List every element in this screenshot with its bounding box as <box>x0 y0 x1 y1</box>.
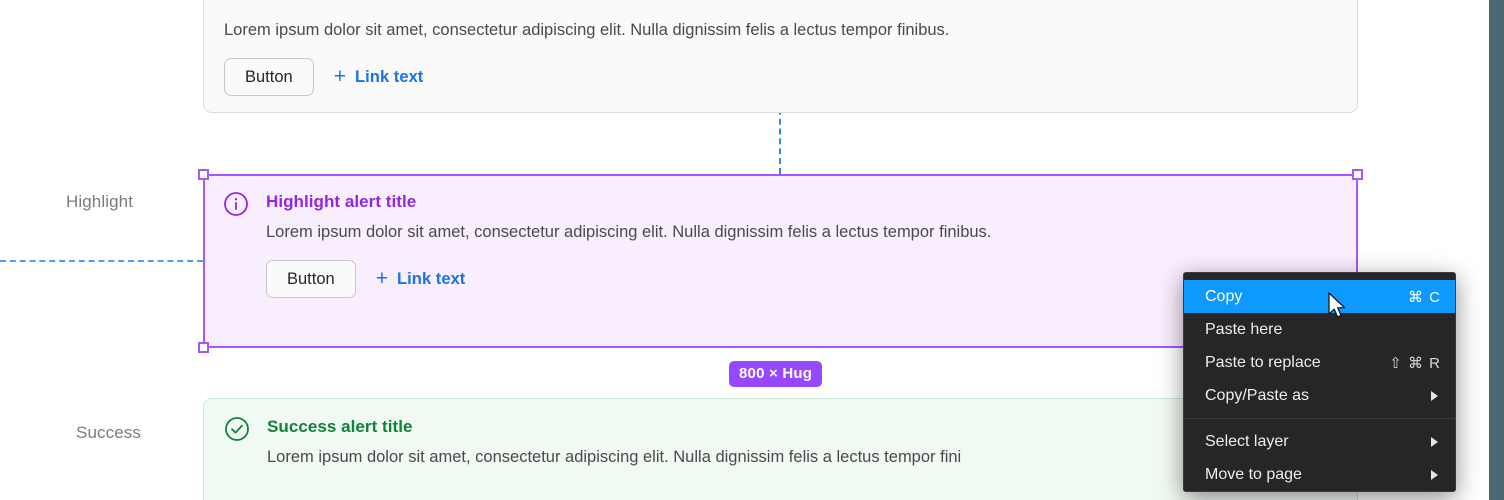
alert-body: Highlight alert title Lorem ipsum dolor … <box>266 192 1338 326</box>
alert-description: Lorem ipsum dolor sit amet, consectetur … <box>224 21 950 39</box>
alert-body: Success alert title Lorem ipsum dolor si… <box>267 417 1337 500</box>
alert-actions: Button + Link text <box>224 58 1337 97</box>
alert-button[interactable]: Button <box>224 58 314 97</box>
plus-icon: + <box>333 64 347 88</box>
alert-link-label: Link text <box>355 67 424 86</box>
alert-body: Lorem ipsum dolor sit amet, consectetur … <box>224 19 1337 97</box>
menu-item-shortcut: ⌘ C <box>1408 288 1441 306</box>
menu-item-paste-to-replace[interactable]: Paste to replace ⇧ ⌘ R <box>1184 346 1455 379</box>
selection-size-badge: 800 × Hug <box>729 361 823 387</box>
row-label-success: Success <box>76 423 141 442</box>
menu-item-shortcut: ⇧ ⌘ R <box>1389 354 1441 372</box>
menu-item-select-layer[interactable]: Select layer <box>1184 425 1455 458</box>
check-circle-icon <box>224 416 250 442</box>
context-menu[interactable]: Copy ⌘ C Paste here Paste to replace ⇧ ⌘… <box>1183 272 1456 492</box>
menu-item-paste-here[interactable]: Paste here <box>1184 313 1455 346</box>
menu-item-label: Paste to replace <box>1205 353 1321 371</box>
menu-separator <box>1184 418 1455 419</box>
menu-item-label: Copy/Paste as <box>1205 386 1310 404</box>
submenu-arrow-icon <box>1431 469 1438 480</box>
alert-card-success[interactable]: Success alert title Lorem ipsum dolor si… <box>203 398 1358 500</box>
menu-item-label: Copy <box>1205 287 1243 305</box>
row-label-highlight: Highlight <box>66 192 134 211</box>
alert-card-neutral[interactable]: Lorem ipsum dolor sit amet, consectetur … <box>203 0 1358 113</box>
alert-button[interactable]: Button <box>266 260 356 299</box>
alert-link[interactable]: + Link text <box>333 64 424 88</box>
alert-description: Lorem ipsum dolor sit amet, consectetur … <box>266 223 992 241</box>
alert-title: Success alert title <box>267 417 413 436</box>
horizontal-alignment-guide <box>0 260 203 262</box>
right-panel-edge <box>1489 0 1504 500</box>
alert-link[interactable]: + Link text <box>375 266 466 290</box>
alert-link-label: Link text <box>397 269 466 288</box>
alert-description: Lorem ipsum dolor sit amet, consectetur … <box>267 448 962 466</box>
menu-item-copy-paste-as[interactable]: Copy/Paste as <box>1184 379 1455 412</box>
alert-title: Highlight alert title <box>266 192 417 211</box>
plus-icon: + <box>375 266 389 290</box>
info-circle-icon <box>223 191 249 217</box>
menu-item-label: Move to page <box>1205 465 1302 483</box>
alert-actions: Button + Link text <box>266 260 1338 299</box>
menu-item-move-to-page[interactable]: Move to page <box>1184 458 1455 491</box>
alert-card-highlight[interactable]: Highlight alert title Lorem ipsum dolor … <box>203 174 1358 348</box>
menu-item-copy[interactable]: Copy ⌘ C <box>1184 280 1455 313</box>
menu-item-label: Paste here <box>1205 320 1283 338</box>
submenu-arrow-icon <box>1431 390 1438 401</box>
submenu-arrow-icon <box>1431 436 1438 447</box>
menu-item-label: Select layer <box>1205 432 1289 450</box>
